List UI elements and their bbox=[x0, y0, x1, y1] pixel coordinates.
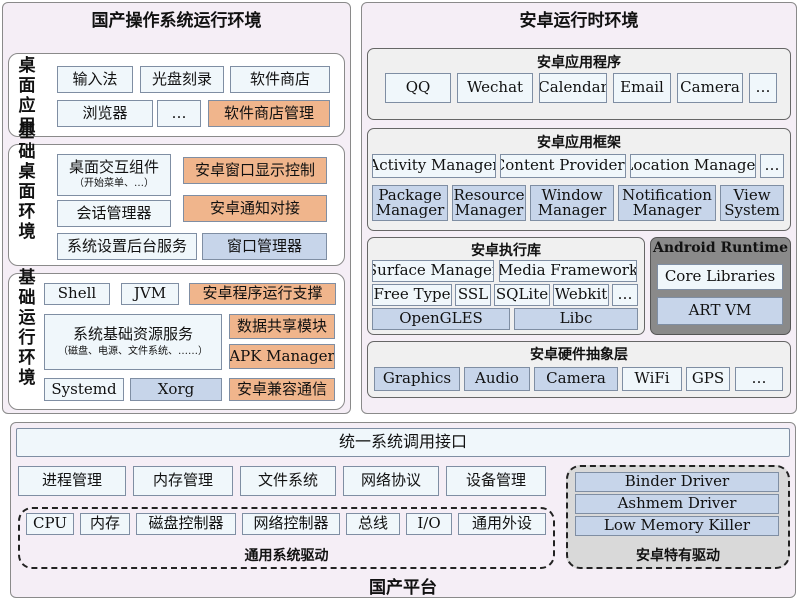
filesystem-box: 文件系统 bbox=[240, 466, 336, 496]
desktop-interaction-note: （开始菜单、…） bbox=[74, 178, 154, 190]
apk-manager-box: APK Manager bbox=[229, 344, 335, 369]
app-calendar-box: Calendar bbox=[539, 73, 607, 103]
activity-manager-box: Activity Manager bbox=[372, 154, 496, 178]
ssl-box: SSL bbox=[455, 284, 491, 306]
opengles-box: OpenGLES bbox=[372, 308, 510, 330]
app-email-box: Email bbox=[613, 73, 671, 103]
desktop-interaction-title: 桌面交互组件 bbox=[68, 158, 159, 177]
system-resource-service-box: 系统基础资源服务 （磁盘、电源、文件系统、……） bbox=[44, 314, 222, 370]
device-management-box: 设备管理 bbox=[446, 466, 546, 496]
desktop-apps-label: 桌面应用 bbox=[18, 56, 36, 136]
driver-disk-controller-box: 磁盘控制器 bbox=[136, 513, 236, 535]
base-runtime-label: 基础运行环境 bbox=[18, 268, 36, 388]
android-drivers-title: 安卓特有驱动 bbox=[636, 548, 720, 564]
generic-drivers-group bbox=[18, 507, 555, 569]
data-sharing-box: 数据共享模块 bbox=[229, 314, 335, 339]
webkit-box: Webkit bbox=[553, 284, 609, 306]
ashmem-driver-box: Ashmem Driver bbox=[575, 494, 779, 514]
driver-bus-box: 总线 bbox=[346, 513, 400, 535]
process-management-box: 进程管理 bbox=[18, 466, 126, 496]
browser-box: 浏览器 bbox=[57, 100, 153, 127]
libs-ellipsis-box: … bbox=[612, 284, 638, 306]
android-compat-comm-box: 安卓兼容通信 bbox=[229, 378, 335, 401]
art-vm-box: ART VM bbox=[657, 297, 783, 325]
android-runtime-title: Android Runtime bbox=[652, 240, 789, 256]
systemd-box: Systemd bbox=[44, 378, 124, 401]
hal-graphics-box: Graphics bbox=[374, 367, 460, 391]
binder-driver-box: Binder Driver bbox=[575, 472, 779, 492]
media-framework-box: Media Framework bbox=[499, 260, 637, 282]
session-manager-box: 会话管理器 bbox=[57, 200, 171, 227]
network-protocol-box: 网络协议 bbox=[343, 466, 439, 496]
window-manager-fw-box: Window Manager bbox=[530, 185, 614, 221]
location-manager-box: Location Manager bbox=[630, 154, 756, 178]
ellipsis-box: … bbox=[157, 100, 201, 127]
app-qq-box: QQ bbox=[385, 73, 451, 103]
system-resource-title: 系统基础资源服务 bbox=[72, 324, 193, 343]
memory-management-box: 内存管理 bbox=[133, 466, 233, 496]
low-memory-killer-box: Low Memory Killer bbox=[575, 516, 779, 536]
sqlite-box: SQLite bbox=[494, 284, 550, 306]
desktop-interaction-box: 桌面交互组件 （开始菜单、…） bbox=[57, 154, 171, 196]
app-wechat-box: Wechat bbox=[457, 73, 533, 103]
base-desktop-label: 基础桌面环境 bbox=[18, 122, 36, 242]
package-manager-box: Package Manager bbox=[372, 185, 448, 221]
android-notification-box: 安卓通知对接 bbox=[183, 195, 327, 222]
jvm-box: JVM bbox=[121, 283, 179, 305]
store-management-box: 软件商店管理 bbox=[208, 100, 330, 127]
left-panel-title: 国产操作系统运行环境 bbox=[91, 11, 262, 31]
app-ellipsis-box: … bbox=[749, 73, 777, 103]
android-hal-title: 安卓硬件抽象层 bbox=[530, 347, 628, 363]
notification-manager-box: Notification Manager bbox=[618, 185, 716, 221]
driver-io-box: I/O bbox=[406, 513, 452, 535]
driver-cpu-box: CPU bbox=[26, 513, 74, 535]
syscall-interface-box: 统一系统调用接口 bbox=[16, 428, 790, 457]
freetype-box: Free Type bbox=[372, 284, 452, 306]
android-apps-title: 安卓应用程序 bbox=[537, 55, 621, 71]
input-method-box: 输入法 bbox=[57, 66, 133, 93]
right-panel-title: 安卓运行时环境 bbox=[519, 11, 639, 31]
surface-manager-box: Surface Manager bbox=[372, 260, 494, 282]
android-libs-title: 安卓执行库 bbox=[471, 243, 541, 259]
content-providers-box: Content Providers bbox=[500, 154, 626, 178]
system-resource-note: （磁盘、电源、文件系统、……） bbox=[58, 345, 208, 357]
software-store-box: 软件商店 bbox=[230, 66, 330, 93]
window-manager-box: 窗口管理器 bbox=[202, 233, 327, 260]
shell-box: Shell bbox=[44, 283, 110, 305]
core-libraries-box: Core Libraries bbox=[657, 264, 783, 290]
driver-memory-box: 内存 bbox=[80, 513, 130, 535]
system-settings-service-box: 系统设置后台服务 bbox=[57, 233, 197, 260]
platform-title: 国产平台 bbox=[369, 578, 437, 598]
hal-gps-box: GPS bbox=[686, 367, 730, 391]
hal-camera-box: Camera bbox=[534, 367, 618, 391]
framework-ellipsis-box: … bbox=[760, 154, 784, 178]
hal-audio-box: Audio bbox=[464, 367, 530, 391]
android-framework-title: 安卓应用框架 bbox=[537, 135, 621, 151]
driver-peripherals-box: 通用外设 bbox=[458, 513, 546, 535]
driver-network-controller-box: 网络控制器 bbox=[242, 513, 340, 535]
hal-wifi-box: WiFi bbox=[622, 367, 682, 391]
android-window-control-box: 安卓窗口显示控制 bbox=[183, 157, 327, 184]
android-runtime-support-box: 安卓程序运行支撑 bbox=[189, 283, 336, 305]
view-system-box: View System bbox=[720, 185, 784, 221]
resource-manager-box: Resource Manager bbox=[452, 185, 526, 221]
hal-ellipsis-box: … bbox=[735, 367, 783, 391]
disc-burning-box: 光盘刻录 bbox=[140, 66, 224, 93]
xorg-box: Xorg bbox=[130, 378, 222, 401]
libc-box: Libc bbox=[514, 308, 638, 330]
generic-drivers-title: 通用系统驱动 bbox=[244, 548, 329, 564]
app-camera-box: Camera bbox=[677, 73, 743, 103]
